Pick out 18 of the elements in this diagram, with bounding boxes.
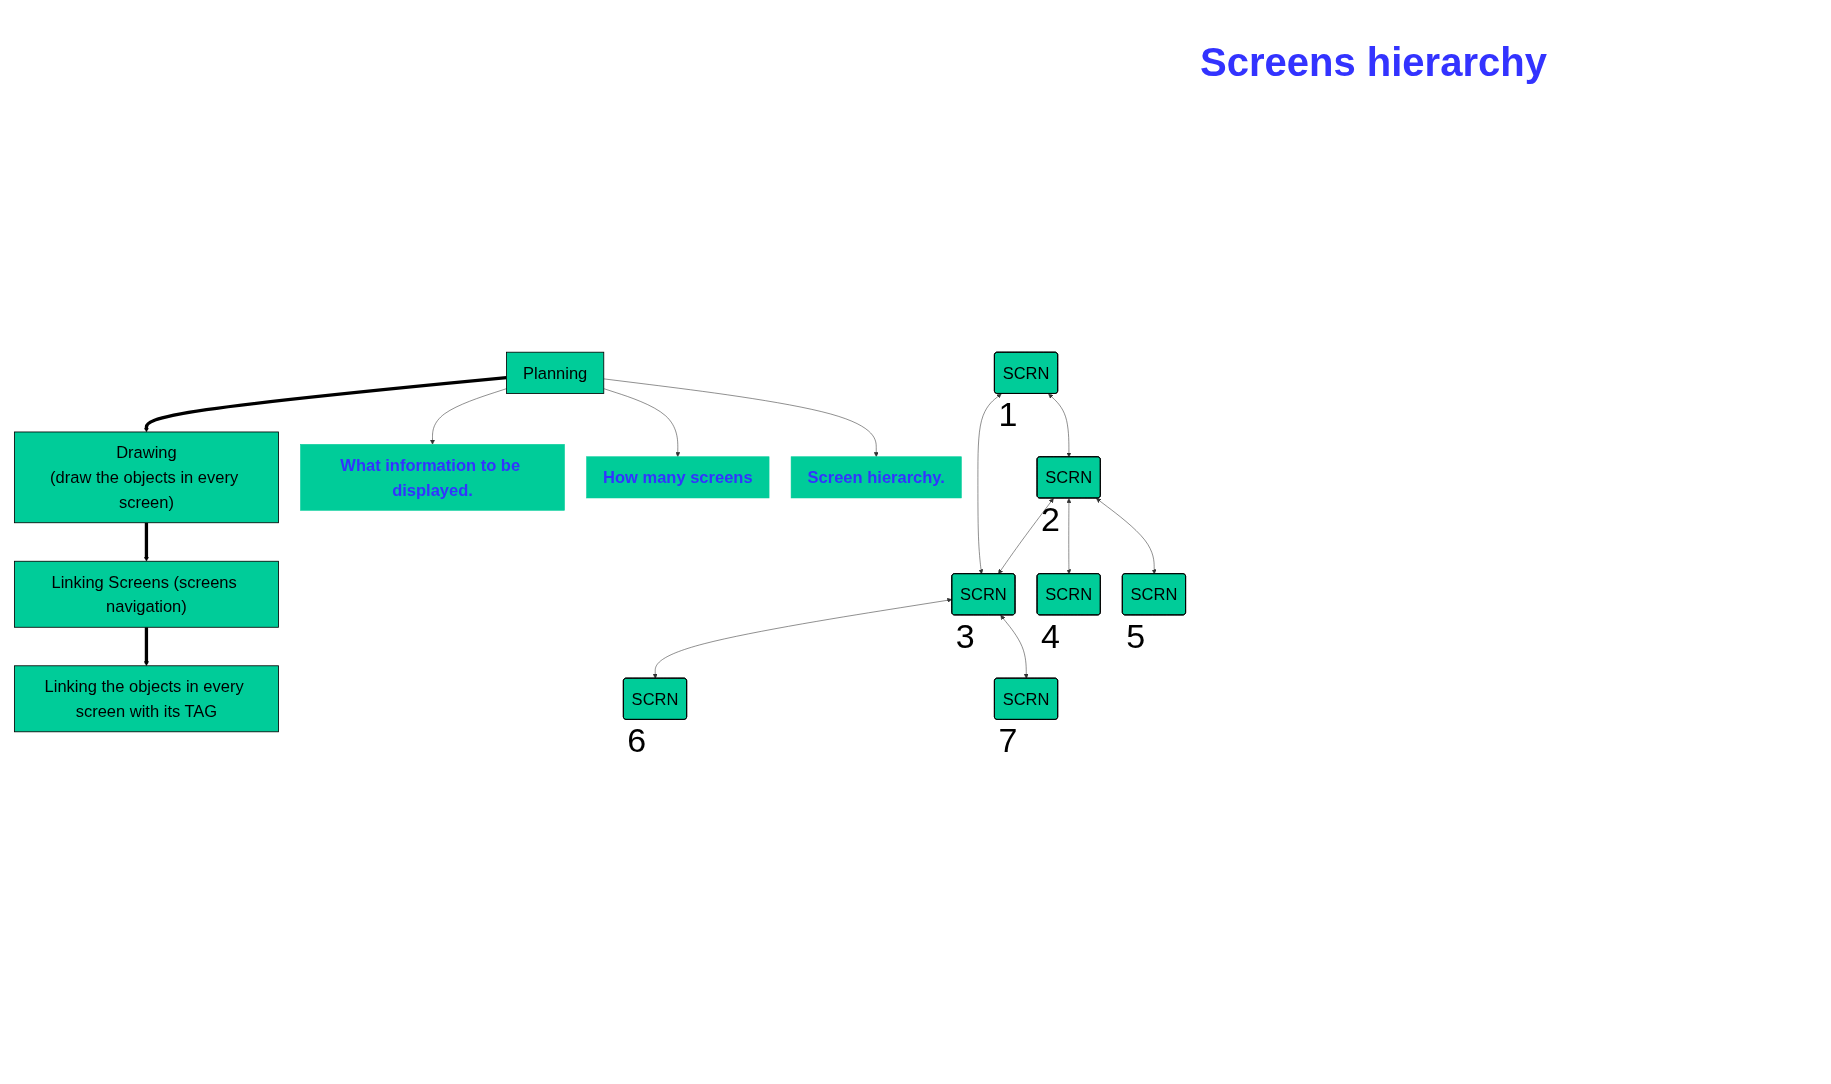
screen-number: 5 [1126,616,1146,656]
section-heading: Screens hierarchy [1200,40,1548,85]
screen-number: 7 [998,721,1018,761]
arrow [144,375,507,433]
node-box: How many screens [586,456,770,499]
arrow [144,627,149,666]
node-box: Linking the objects in every screen with its TAG [14,665,279,733]
screen-number: 4 [1041,616,1060,656]
node-box: Linking Screens (screens navigation) [14,560,279,628]
screen-number: 1 [998,395,1018,435]
node-box: What information to be displayed. [300,444,565,511]
arrow [144,522,149,562]
screen-number: 3 [955,616,975,656]
node-box: Planning [506,351,605,394]
node-box: Drawing (draw the objects in every screen) [14,431,279,524]
node-box: Screen hierarchy. [790,456,962,499]
screen-number: 2 [1041,500,1060,539]
screen-number: 6 [627,721,647,761]
